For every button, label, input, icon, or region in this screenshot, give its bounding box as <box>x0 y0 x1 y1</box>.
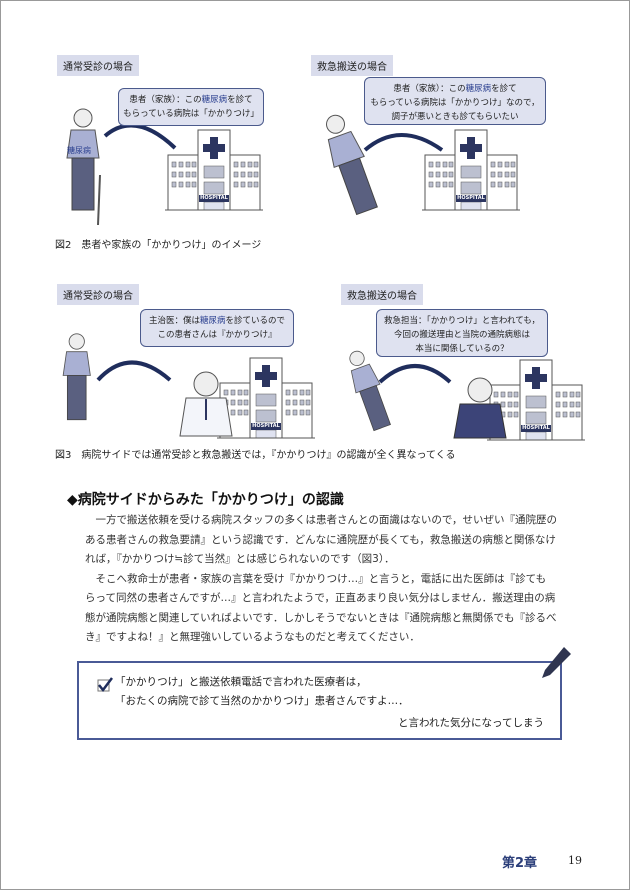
body-line: そこへ救命士が患者・家族の言葉を受け『かかりつけ…』と言うと，電話に出た医師は『… <box>85 572 547 585</box>
fig2-caption: 図2 患者や家族の「かかりつけ」のイメージ <box>55 240 262 251</box>
cane <box>97 174 101 226</box>
body-line: れば，『かかりつけ≒診て当然』とは感じられないのです（図3）． <box>85 553 395 565</box>
hospital-sign: HOSPITAL <box>521 425 551 432</box>
fig3-illustration <box>62 333 586 441</box>
fig2-bubble-left: 患者（家族）：この糖尿病を診て もらっている病院は「かかりつけ」 <box>118 88 264 126</box>
arrow-icon <box>378 364 452 384</box>
fig3-caption: 図3 病院サイドでは通常受診と救急搬送では，『かかりつけ』の認識が全く異なってく… <box>55 450 456 461</box>
section-body: 一方で搬送依頼を受ける病院スタッフの多くは患者さんとの面識はないので，せいぜい『… <box>85 511 605 648</box>
arrow-icon <box>103 123 177 150</box>
fig2-label-normal: 通常受診の場合 <box>57 55 139 76</box>
body-line: 態が通院病態と関連していればよいです．しかしそうでないときは『通院病態と無関係で… <box>85 611 557 624</box>
fig2-bubble-right: 患者（家族）：この糖尿病を診て もらっている病院は「かかりつけ」なので， 調子が… <box>364 77 546 125</box>
fig2-label-emergency: 救急搬送の場合 <box>311 55 393 76</box>
patient-standing-figure <box>62 333 91 421</box>
body-line: ある患者さんの救急要請』という認識です．どんなに通院歴が長くても，救急搬送の病態… <box>85 533 556 546</box>
emergency-staff-figure <box>453 377 507 439</box>
fig2-illustration <box>66 108 521 226</box>
note-line-3: と言われた気分になってしまう <box>398 717 544 729</box>
arrow-icon <box>363 133 444 152</box>
hospital-sign: HOSPITAL <box>456 195 486 202</box>
fig3-bubble-left: 主治医：僕は糖尿病を診ているので この患者さんは『かかりつけ』 <box>140 309 294 347</box>
arrow-icon <box>96 360 172 382</box>
fig3-bubble-right: 救急担当：「かかりつけ」と言われても， 今回の搬送理由と当院の通院病態は 本当に… <box>376 309 548 357</box>
body-line: 一方で搬送依頼を受ける病院スタッフの多くは患者さんとの面識はないので，せいぜい『… <box>85 514 557 526</box>
shirt-label: 糖尿病 <box>67 146 91 155</box>
pencil-icon <box>542 647 571 678</box>
checkbox-check-icon <box>97 677 113 693</box>
note-line-1: 「かかりつけ」と搬送依頼電話で言われた医療者は， <box>115 676 367 688</box>
hospital-sign: HOSPITAL <box>251 423 281 430</box>
body-line: き』ですよね！』と無理強いしているようなものだと考えてください． <box>85 631 420 643</box>
doctor-figure <box>179 371 233 437</box>
section-heading: ◆病院サイドからみた「かかりつけ」の認識 <box>67 492 344 508</box>
fig3-label-emergency: 救急搬送の場合 <box>341 284 423 305</box>
chapter-label: 第2章 <box>502 856 538 871</box>
note-box: 「かかりつけ」と搬送依頼電話で言われた医療者は， 「おたくの病院で診て当然のかか… <box>77 661 562 740</box>
page-number: 19 <box>568 854 582 867</box>
hospital-sign: HOSPITAL <box>199 195 229 202</box>
patient-collapsing-figure <box>342 346 395 433</box>
fig3-label-normal: 通常受診の場合 <box>57 284 139 305</box>
body-line: らって同然の患者さんですが…』と言われたようで，正直あまり良い気分はしません．搬… <box>85 592 556 604</box>
note-line-2: 「おたくの病院で診て当然のかかりつけ」患者さんですよ…． <box>115 695 409 707</box>
